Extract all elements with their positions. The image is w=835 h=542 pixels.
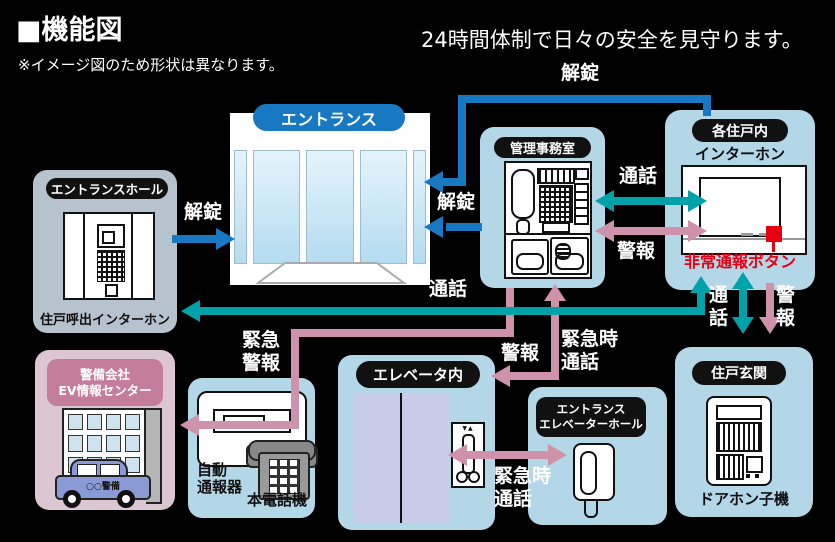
arrowhead-left bbox=[424, 216, 443, 238]
doorphone-icon bbox=[706, 396, 772, 486]
alarm-vertical-label: 警報 bbox=[776, 284, 796, 329]
unlock-mid-label: 解錠 bbox=[437, 191, 476, 213]
unlock-mid-line bbox=[446, 223, 482, 231]
arrowhead-left bbox=[181, 300, 200, 322]
emergency-button-caption: 非常通報ボタン bbox=[683, 252, 796, 271]
unlock-top-line bbox=[703, 95, 711, 116]
unlock-left-line bbox=[172, 235, 218, 243]
arrowhead-left bbox=[595, 220, 614, 242]
camera-window-icon bbox=[97, 224, 125, 248]
dwelling-unit-label: 各住戸内 bbox=[692, 119, 788, 142]
emergency-button-icon bbox=[766, 226, 782, 242]
intercom-caption: インターホン bbox=[694, 145, 785, 163]
unlock-top-label: 解錠 bbox=[561, 62, 600, 84]
unlock-left-label: 解錠 bbox=[184, 201, 223, 223]
emergency-call-hall-label: 緊急時 通話 bbox=[494, 465, 552, 510]
management-office-label: 管理事務室 bbox=[494, 137, 591, 158]
alarm-elevator-label: 警報 bbox=[501, 342, 540, 364]
arrowhead-up bbox=[690, 276, 712, 293]
keypad-icon bbox=[97, 250, 125, 282]
office-intercom-station-icon bbox=[504, 161, 592, 279]
arrowhead-left bbox=[491, 365, 510, 387]
call-vertical-label: 通話 bbox=[709, 284, 729, 329]
call-vertical-line bbox=[739, 287, 747, 319]
main-phone-caption: 本電話機 bbox=[247, 491, 308, 509]
arrowhead-right bbox=[548, 444, 567, 466]
arrowhead-right bbox=[688, 190, 707, 212]
lobby-intercom-panel-icon bbox=[63, 212, 155, 300]
arrowhead-down bbox=[732, 317, 754, 334]
handset-icon bbox=[511, 169, 535, 219]
emergency-call-hall-line bbox=[464, 451, 550, 459]
glass-doors-icon bbox=[234, 150, 426, 264]
disclaimer-note: ※イメージ図のため形状は異なります。 bbox=[18, 56, 284, 74]
wall-handset-icon bbox=[573, 443, 615, 501]
emergency-alarm-label: 緊急 警報 bbox=[242, 329, 281, 374]
call-horizontal-label: 通話 bbox=[619, 165, 658, 187]
arrowhead-left bbox=[180, 414, 199, 436]
call-horizontal-line bbox=[612, 197, 690, 205]
entrance-elevator-hall-label: エントランス エレベーターホール bbox=[536, 397, 646, 437]
auto-reporter-caption: 自動 通報器 bbox=[197, 461, 243, 496]
emergency-call-office-label: 緊急時 通話 bbox=[561, 328, 619, 373]
car-wheel-icon bbox=[63, 490, 81, 508]
alarm-down-line bbox=[766, 283, 774, 319]
arrowhead-down bbox=[759, 317, 781, 334]
call-long-label: 通話 bbox=[429, 278, 468, 300]
alarm-horizontal-label: 警報 bbox=[617, 240, 656, 262]
car-wheel-icon bbox=[117, 490, 135, 508]
emergency-call-office-line bbox=[551, 299, 559, 380]
arrowhead-left bbox=[448, 444, 467, 466]
arrowhead-left bbox=[424, 171, 443, 193]
arrowhead-up bbox=[732, 272, 754, 289]
entrance-floor-icon bbox=[254, 262, 408, 284]
arrowhead-right bbox=[216, 228, 235, 250]
arrowhead-left bbox=[595, 190, 614, 212]
security-company-label: 警備会社 EV情報センター bbox=[47, 359, 163, 406]
keypad-icon bbox=[539, 185, 573, 223]
entrance-label: エントランス bbox=[253, 104, 405, 131]
doorphone-caption: ドアホン子機 bbox=[698, 490, 789, 508]
tagline: 24時間体制で日々の安全を見守ります。 bbox=[421, 28, 803, 52]
entrance-building-illustration bbox=[230, 113, 430, 285]
call-button-icon bbox=[105, 284, 118, 297]
alarm-horizontal-line bbox=[612, 227, 690, 235]
entrance-hall-label: エントランスホール bbox=[46, 178, 168, 199]
elevator-doors-icon bbox=[353, 393, 449, 523]
page-title: ■機能図 bbox=[16, 15, 123, 46]
elevator-label: エレベータ内 bbox=[356, 361, 480, 388]
intercom-monitor-icon bbox=[681, 165, 807, 255]
call-long-line bbox=[697, 291, 705, 315]
entrance-hall-caption: 住戸呼出インターホン bbox=[39, 313, 170, 328]
arrowhead-up bbox=[544, 284, 566, 301]
arrowhead-right bbox=[688, 220, 707, 242]
dwelling-entrance-label: 住戸玄関 bbox=[692, 361, 786, 385]
